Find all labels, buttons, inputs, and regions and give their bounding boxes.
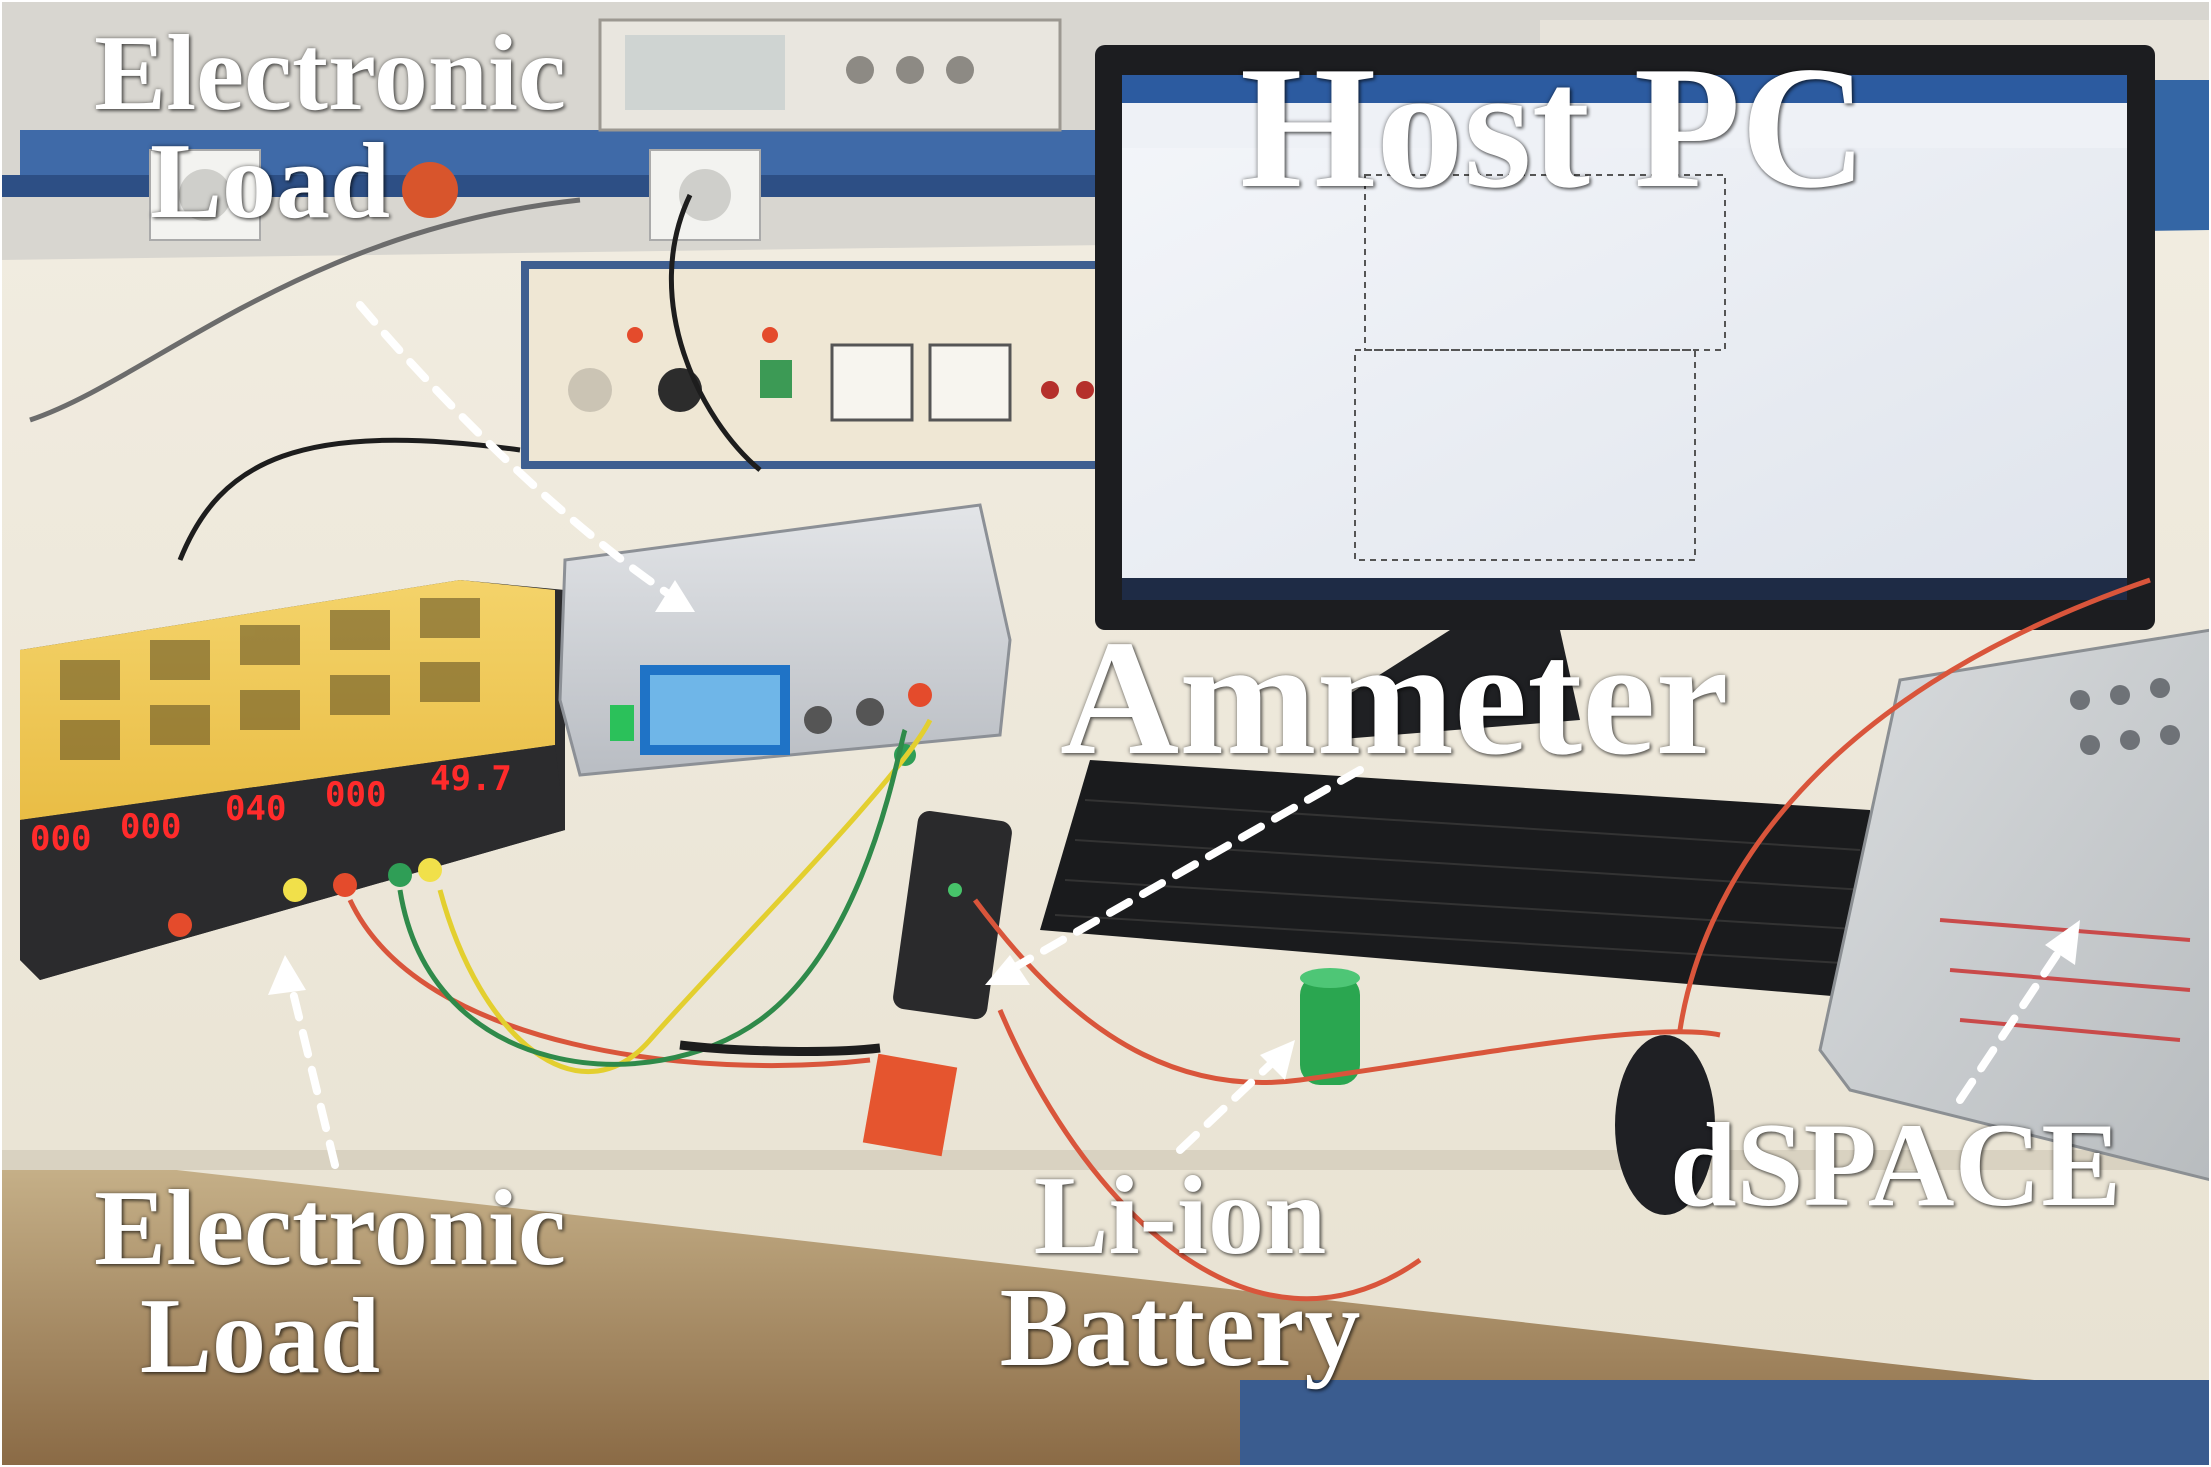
arrowhead-electronic-load-top bbox=[655, 580, 695, 612]
cable-yellow bbox=[437, 718, 933, 1074]
load-display-2c: 49.7 bbox=[430, 759, 512, 799]
label-ammeter: Ammeter bbox=[1060, 615, 1729, 780]
label-electronic-load-top-line1: Electronic bbox=[94, 14, 566, 133]
label-host-pc-text: Host PC bbox=[1240, 30, 1868, 224]
cable-black-3 bbox=[668, 193, 762, 472]
arrowhead-battery bbox=[1260, 1040, 1295, 1080]
arrowhead-ammeter bbox=[985, 955, 1030, 985]
label-li-ion-battery-line2: Battery bbox=[999, 1266, 1361, 1390]
label-host-pc: Host PC bbox=[1240, 40, 1867, 215]
arrow-dspace bbox=[1956, 946, 2064, 1104]
cable-black-2 bbox=[177, 437, 521, 561]
label-electronic-load-bottom: Electronic Load bbox=[30, 1175, 630, 1391]
load-display-1b: 000 bbox=[120, 807, 181, 847]
label-li-ion-battery: Li-ion Battery bbox=[960, 1160, 1400, 1384]
ammeter-probe bbox=[893, 810, 1012, 1020]
arrow-battery bbox=[1176, 1056, 1279, 1154]
cable-black-1 bbox=[679, 1040, 881, 1056]
label-li-ion-battery-line1: Li-ion bbox=[1033, 1154, 1327, 1278]
arrow-electronic-load-top bbox=[356, 301, 674, 599]
cable-grey bbox=[29, 197, 581, 423]
li-ion-battery bbox=[1300, 975, 1360, 1085]
power-supply-unit bbox=[521, 261, 1139, 469]
label-electronic-load-bottom-line2: Load bbox=[139, 1277, 381, 1396]
label-dspace: dSPACE bbox=[1670, 1105, 2121, 1225]
monitor-stand bbox=[1330, 630, 1580, 740]
cable-orange-2 bbox=[347, 898, 871, 1068]
red-emergency-button bbox=[402, 162, 458, 218]
arrow-ammeter bbox=[1006, 766, 1364, 974]
cable-orange-1 bbox=[973, 898, 1721, 1086]
load-display-2a: 040 bbox=[225, 789, 286, 829]
label-dspace-text: dSPACE bbox=[1670, 1098, 2122, 1231]
label-electronic-load-bottom-line1: Electronic bbox=[94, 1169, 566, 1288]
blue-rail-lower bbox=[0, 175, 1150, 197]
label-electronic-load-top-line2: Load bbox=[149, 122, 391, 241]
arrow-electronic-load-bottom bbox=[286, 976, 339, 1169]
monitor-screen bbox=[1122, 75, 2127, 600]
mouse bbox=[1615, 1035, 1715, 1215]
dspace-panel bbox=[1818, 628, 2211, 1182]
label-electronic-load-top: Electronic Load bbox=[30, 20, 630, 236]
red-clamp bbox=[862, 1053, 958, 1157]
cable-orange-3 bbox=[997, 1009, 1422, 1302]
load-display-1a: 000 bbox=[30, 819, 91, 859]
label-ammeter-text: Ammeter bbox=[1060, 606, 1729, 789]
keyboard bbox=[1040, 760, 1880, 1000]
load-display-2b: 000 bbox=[325, 775, 386, 815]
cable-orange-4 bbox=[1677, 577, 2151, 1031]
arrowhead-electronic-load-bottom bbox=[268, 955, 306, 995]
arrowhead-dspace bbox=[2045, 920, 2080, 965]
cable-green bbox=[397, 728, 908, 1067]
